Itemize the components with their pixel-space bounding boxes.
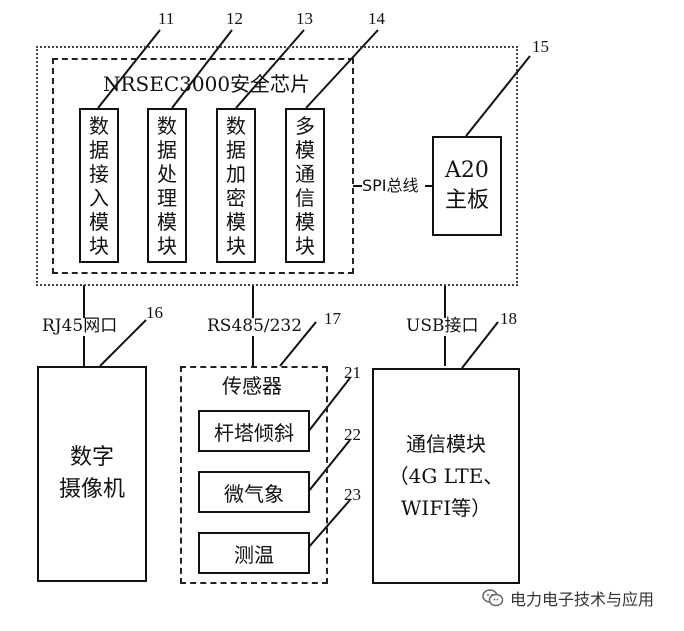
- security-chip-box: [52, 58, 354, 274]
- ref-number-17: 17: [324, 309, 341, 328]
- a20-board-label: 主板: [444, 188, 489, 213]
- sensor-temperature: 测温: [198, 532, 310, 574]
- a20-board: A20 主板: [432, 136, 502, 236]
- sensor-group-title: 传感器: [222, 374, 282, 398]
- camera-line2: 摄像机: [58, 477, 125, 502]
- spi-bus-label: SPI总线: [362, 176, 419, 195]
- ref-number-21: 21: [344, 363, 361, 382]
- leader-line-15: [465, 55, 531, 137]
- leader-line-12: [171, 29, 233, 109]
- sensor-micro-weather: 微气象: [198, 471, 310, 513]
- ref-number-12: 12: [226, 9, 243, 28]
- module-data-access: 数据 接入 模块: [79, 108, 119, 263]
- comm-line2: （4G LTE、: [388, 464, 504, 488]
- device-boundary: [36, 46, 518, 286]
- comm-line3: WIFI等）: [400, 496, 492, 520]
- leader-line-11: [97, 29, 161, 109]
- a20-board-model: A20: [445, 158, 489, 183]
- ref-number-23: 23: [344, 485, 361, 504]
- module-data-encryption: 数据 加密 模块: [216, 108, 256, 263]
- sensor-group-box: [180, 366, 328, 584]
- security-chip-title: NRSEC3000安全芯片: [103, 72, 311, 96]
- usb-port-label: USB接口: [406, 316, 479, 336]
- leader-line-23: [307, 499, 351, 549]
- ref-number-16: 16: [146, 303, 163, 322]
- ref-number-15: 15: [532, 37, 549, 56]
- module-data-processing: 数据 处理 模块: [147, 108, 187, 263]
- leader-line-14: [305, 29, 379, 109]
- rj45-port-label: RJ45网口: [42, 316, 118, 336]
- leader-line-22: [307, 439, 351, 493]
- comm-line1: 通信模块: [406, 432, 486, 456]
- module-multimode-comm: 多模 通信 模块: [285, 108, 325, 263]
- leader-line-16: [99, 319, 147, 367]
- ref-number-22: 22: [344, 425, 361, 444]
- ref-number-14: 14: [368, 9, 385, 28]
- leader-line-17: [279, 321, 317, 367]
- sensor-tower-tilt: 杆塔倾斜: [198, 410, 310, 452]
- leader-line-18: [461, 321, 499, 369]
- digital-camera-box: 数字 摄像机: [37, 366, 147, 582]
- leader-line-13: [235, 29, 305, 109]
- leader-line-21: [307, 377, 351, 433]
- watermark-text: 电力电子技术与应用: [510, 590, 655, 609]
- ref-number-11: 11: [158, 9, 175, 28]
- rs485-port-label: RS485/232: [207, 316, 303, 336]
- camera-line1: 数字: [69, 445, 114, 470]
- ref-number-18: 18: [500, 309, 517, 328]
- comm-module-box: 通信模块 （4G LTE、 WIFI等）: [372, 368, 520, 584]
- wechat-icon: [482, 589, 504, 607]
- watermark: 电力电子技术与应用: [482, 586, 654, 610]
- ref-number-13: 13: [296, 9, 313, 28]
